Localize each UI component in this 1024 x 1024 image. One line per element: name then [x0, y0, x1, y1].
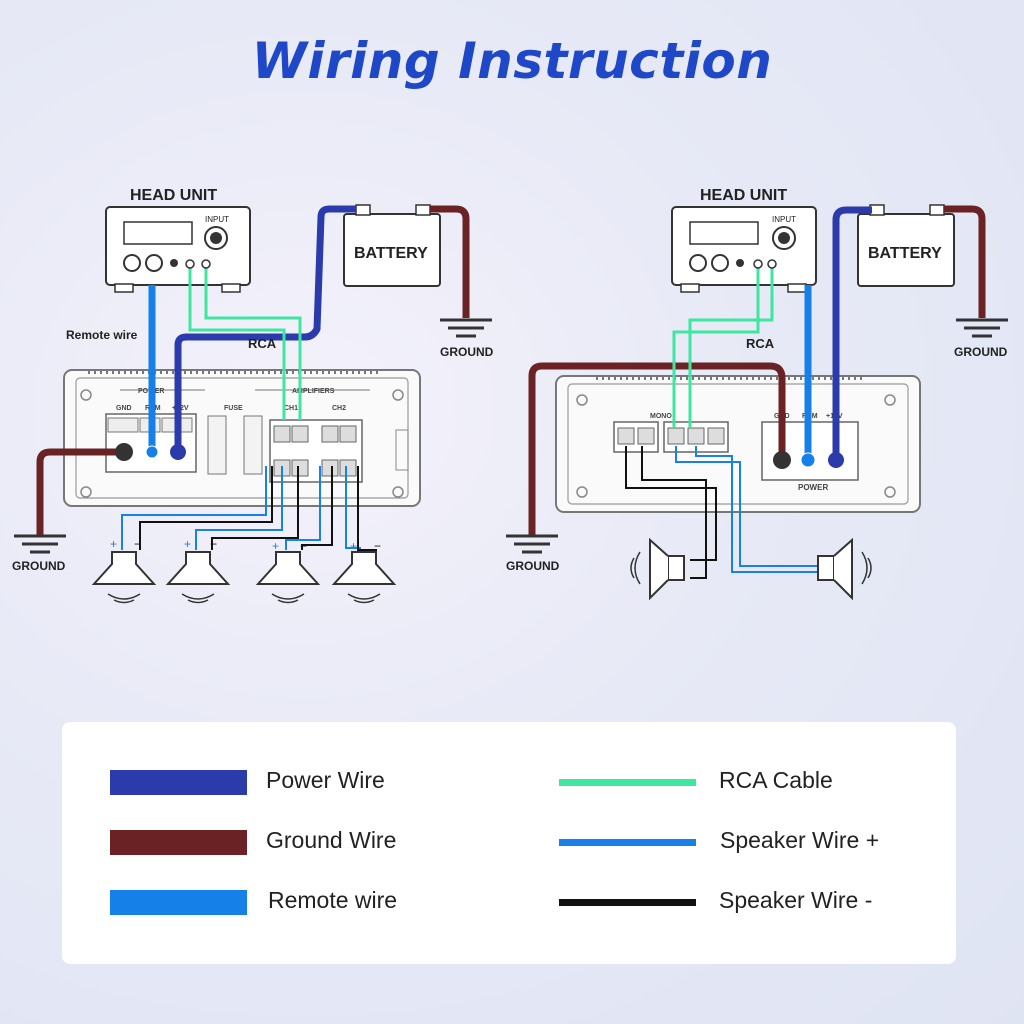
legend-label: Speaker Wire + [720, 827, 880, 853]
left-battery-label: BATTERY [354, 245, 428, 262]
right-head-unit: INPUT [671, 206, 817, 293]
speaker-wire-plus-swatch [559, 839, 696, 846]
remote-wire-swatch [110, 890, 247, 915]
speaker-icon [91, 551, 397, 585]
right-rca-cable-1 [672, 264, 760, 428]
right-amp-ground-wire [528, 362, 786, 535]
left-head-unit-label: HEAD UNIT [130, 187, 217, 204]
legend: Power Wire Ground Wire Remote wire RCA C… [62, 722, 956, 964]
right-rca-cable-2 [688, 264, 774, 428]
legend-label: Power Wire [266, 767, 385, 793]
left-battery-ground-wire [430, 205, 470, 318]
right-battery-ground-wire [944, 205, 986, 318]
legend-item-remote-wire: Remote wire [110, 887, 430, 920]
legend-label: RCA Cable [719, 767, 833, 793]
right-battery-ground-label: GROUND [954, 345, 1008, 359]
legend-item-speaker-wire-plus: Speaker Wire + [559, 827, 919, 860]
right-battery-label: BATTERY [868, 245, 942, 262]
right-battery: BATTERY [857, 204, 955, 287]
minus-sign: − [210, 537, 217, 551]
right-amp-ground-label: GROUND [506, 559, 560, 573]
right-rca-label: RCA [746, 336, 775, 351]
ground-icon [506, 318, 1008, 554]
legend-item-rca-cable: RCA Cable [559, 767, 919, 800]
minus-sign: − [134, 537, 141, 551]
right-head-unit-input-label: INPUT [772, 215, 796, 224]
plus-sign: + [184, 537, 191, 551]
left-power-wire [174, 205, 356, 452]
minus-sign: − [374, 539, 381, 553]
left-amplifier: POWER GND REM +12V FUSE AMPLIFIERS CH1 C… [63, 369, 421, 507]
right-diagram: MONO GND REM +12V POWER INPUT [506, 187, 1008, 601]
legend-item-power-wire: Power Wire [110, 767, 430, 800]
legend-label: Remote wire [268, 887, 398, 913]
ground-icon [14, 318, 492, 554]
left-amp-ch2-label: CH2 [332, 405, 346, 412]
plus-sign: + [110, 537, 117, 551]
legend-label: Ground Wire [266, 827, 397, 853]
left-diagram: POWER GND REM +12V FUSE AMPLIFIERS CH1 C… [12, 187, 494, 604]
sound-wave-icon [107, 593, 381, 604]
left-battery: BATTERY [343, 204, 441, 287]
right-speaker-wires [625, 446, 818, 579]
legend-item-ground-wire: Ground Wire [110, 827, 430, 860]
left-battery-ground-label: GROUND [440, 345, 494, 359]
speaker-icon [649, 537, 853, 601]
legend-label: Speaker Wire - [719, 887, 873, 913]
left-rca-cable-1 [188, 264, 286, 420]
legend-item-speaker-wire-minus: Speaker Wire - [559, 887, 919, 920]
left-amp-gnd-label: GND [116, 405, 132, 412]
right-amp-power-label: POWER [798, 483, 828, 492]
plus-sign: + [350, 539, 357, 553]
left-head-unit-input-label: INPUT [205, 215, 229, 224]
rca-cable-swatch [559, 779, 696, 786]
left-amp-ch1-label: CH1 [284, 405, 298, 412]
wiring-diagram: POWER GND REM +12V FUSE AMPLIFIERS CH1 C… [12, 187, 1008, 604]
speaker-wire-minus-swatch [559, 899, 696, 906]
plus-sign: + [272, 539, 279, 553]
right-amplifier: MONO GND REM +12V POWER [555, 375, 921, 513]
ground-wire-swatch [110, 830, 247, 855]
left-rca-cable-2 [204, 264, 302, 420]
left-head-unit: INPUT [105, 206, 251, 293]
page-title: Wiring Instruction [251, 32, 773, 90]
left-rca-label: RCA [248, 336, 277, 351]
left-amp-fuse-label: FUSE [224, 405, 243, 412]
right-power-wire [832, 206, 872, 460]
sound-wave-icon [630, 551, 872, 585]
left-amp-ground-wire [36, 448, 124, 535]
power-wire-swatch [110, 770, 247, 795]
minus-sign: − [300, 539, 307, 553]
left-amp-amplifiers-label: AMPLIFIERS [292, 388, 335, 395]
right-head-unit-label: HEAD UNIT [700, 187, 787, 204]
right-amp-mono-label: MONO [650, 413, 672, 420]
left-amp-ground-label: GROUND [12, 559, 66, 573]
left-remote-wire-label: Remote wire [66, 328, 138, 342]
